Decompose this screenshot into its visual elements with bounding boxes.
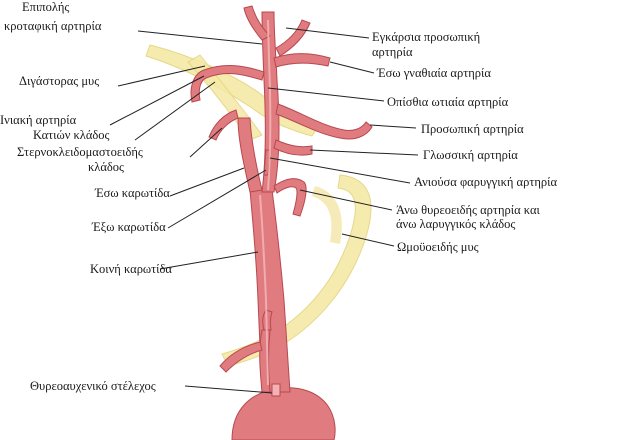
label-superior-thyroid-line2: άνω λαρυγγικός κλάδος	[396, 217, 516, 231]
leader-lines	[109, 27, 419, 394]
label-facial: Προσωπική αρτηρία	[421, 122, 524, 136]
label-external-carotid: Έξω καρωτίδα	[92, 220, 166, 234]
upper-right-branch	[275, 19, 311, 57]
label-superficial-temporal-line1: Επιπολής	[22, 0, 70, 14]
maxillary-branch	[273, 53, 331, 68]
facial-artery	[275, 103, 373, 140]
label-posterior-auricular: Οπίσθια ωτιαία αρτηρία	[387, 95, 509, 109]
vessel-highlights	[259, 19, 272, 386]
arteries	[190, 5, 373, 440]
label-sternocleidomastoid-line2: κλάδος	[88, 160, 124, 174]
label-internal-carotid: Έσω καρωτίδα	[95, 186, 170, 200]
label-maxillary: Έσω γναθιαία αρτηρία	[377, 66, 491, 80]
thyrocervical-branch-left	[219, 341, 263, 373]
subclavian-stub	[271, 383, 281, 397]
label-ascending-pharyngeal: Ανιούσα φαρυγγική αρτηρία	[414, 175, 558, 189]
lingual-artery	[273, 139, 313, 156]
occipital-branch	[190, 65, 265, 103]
label-digastric: Διγάστορας μυς	[19, 74, 100, 88]
label-common-carotid: Κοινή καρωτίδα	[90, 262, 172, 276]
label-occipital: Ινιακή αρτηρία	[0, 113, 77, 127]
label-superior-thyroid-line1: Άνω θυρεοειδής αρτηρία και	[396, 203, 540, 217]
label-thyrocervical-trunk: Θυρεοαυχενικό στέλεχος	[30, 379, 156, 393]
muscle-band-lower	[312, 186, 342, 244]
label-transverse-facial-line1: Εγκάρσια προσωπική	[372, 30, 481, 44]
label-descending-branch: Κατιών κλάδος	[33, 128, 110, 142]
label-omohyoid: Ωμοϋοειδής μυς	[397, 240, 479, 254]
common-carotid-artery	[249, 189, 291, 393]
superficial-temporal-branch	[243, 5, 271, 41]
descending-branch	[208, 109, 239, 141]
internal-carotid-artery	[237, 117, 263, 193]
label-superficial-temporal-line2: κροταφική αρτηρία	[4, 19, 102, 33]
label-lingual: Γλωσσική αρτηρία	[423, 148, 518, 162]
superior-thyroid-artery	[273, 178, 307, 217]
label-sternocleidomastoid-line1: Στερνοκλειδομαστοειδής	[17, 145, 143, 159]
aortic-arch	[231, 387, 336, 440]
label-transverse-facial-line2: αρτηρία	[372, 45, 413, 59]
